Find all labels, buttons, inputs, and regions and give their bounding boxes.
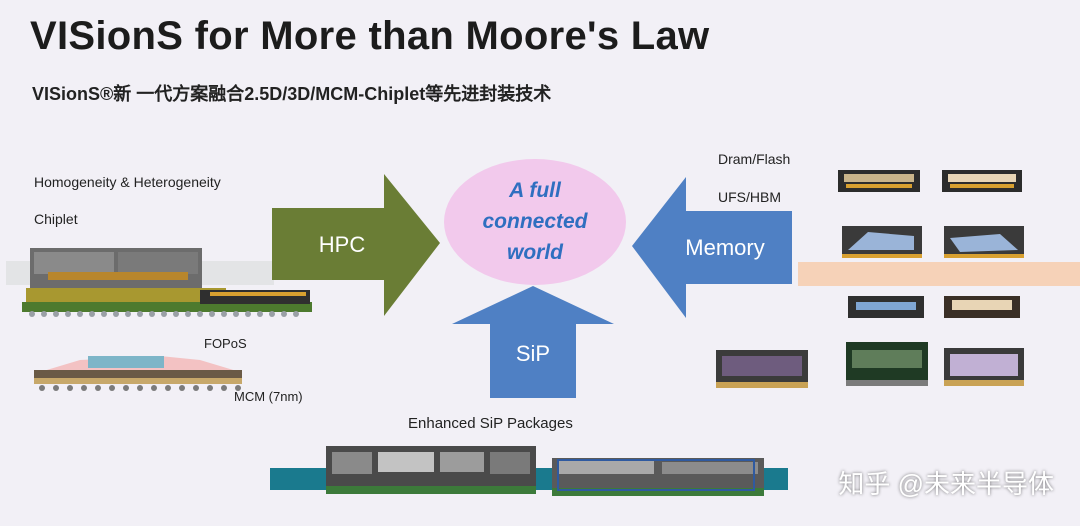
fopos-package-image <box>34 356 242 384</box>
memory-package-6 <box>944 296 1020 318</box>
memory-package-7 <box>716 350 808 388</box>
label-homogeneity: Homogeneity & Heterogeneity <box>34 174 221 190</box>
ellipse-line-2: connected <box>482 210 588 233</box>
watermark-text: 知乎 @未来半导体 <box>838 469 1054 499</box>
hpc-arrow-label: HPC <box>319 232 366 257</box>
ellipse-line-3: world <box>507 241 564 264</box>
memory-package-2 <box>942 170 1022 192</box>
label-mcm: MCM (7nm) <box>234 389 303 404</box>
memory-arrow <box>632 177 792 318</box>
page-title: VISionS for More than Moore's Law <box>30 14 710 58</box>
hpc-arrow <box>272 174 440 316</box>
sip-package-right <box>552 458 764 496</box>
sip-arrow <box>452 286 614 398</box>
mcm-solder-balls <box>39 385 241 391</box>
chiplet-solder-balls <box>29 311 299 317</box>
memory-package-1 <box>838 170 920 192</box>
label-enhanced-sip: Enhanced SiP Packages <box>408 415 573 432</box>
connected-world-ellipse <box>444 159 626 285</box>
memory-package-5 <box>848 296 924 318</box>
memory-package-3 <box>842 226 922 258</box>
memory-package-4 <box>944 226 1024 258</box>
label-ufs-hbm: UFS/HBM <box>718 189 781 205</box>
memory-arrow-label: Memory <box>685 235 764 260</box>
ellipse-line-1: A full <box>508 179 562 202</box>
label-chiplet: Chiplet <box>34 211 78 227</box>
page-subtitle: VISionS®新 一代方案融合2.5D/3D/MCM-Chiplet等先进封装… <box>32 84 552 104</box>
sip-package-left <box>326 446 536 494</box>
sip-arrow-label: SiP <box>516 341 550 366</box>
chiplet-package-image <box>22 248 312 312</box>
right-band-peach <box>798 262 1080 286</box>
label-fopos: FOPoS <box>204 336 247 351</box>
memory-package-8 <box>846 342 928 386</box>
label-dram-flash: Dram/Flash <box>718 151 791 167</box>
memory-package-9 <box>944 348 1024 386</box>
